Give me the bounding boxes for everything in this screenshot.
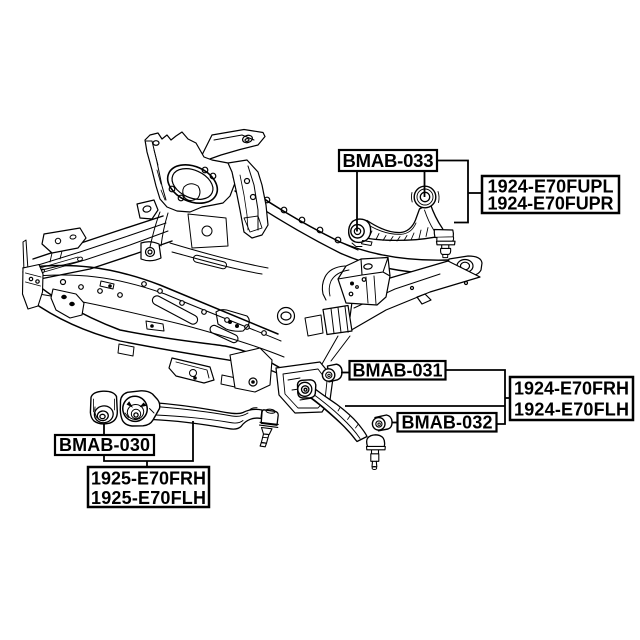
svg-text:BMAB-030: BMAB-030: [59, 435, 150, 455]
svg-text:1925-E70FRH: 1925-E70FRH: [91, 469, 206, 489]
svg-text:1925-E70FLH: 1925-E70FLH: [91, 488, 206, 508]
svg-text:1924-E70FLH: 1924-E70FLH: [514, 400, 629, 420]
svg-text:BMAB-033: BMAB-033: [343, 150, 434, 171]
svg-text:BMAB-032: BMAB-032: [402, 413, 493, 433]
svg-text:1924-E70FRH: 1924-E70FRH: [514, 379, 629, 399]
svg-text:1924-E70FUPL: 1924-E70FUPL: [488, 177, 614, 197]
svg-text:1924-E70FUPR: 1924-E70FUPR: [488, 194, 614, 214]
svg-text:BMAB-031: BMAB-031: [353, 361, 443, 381]
